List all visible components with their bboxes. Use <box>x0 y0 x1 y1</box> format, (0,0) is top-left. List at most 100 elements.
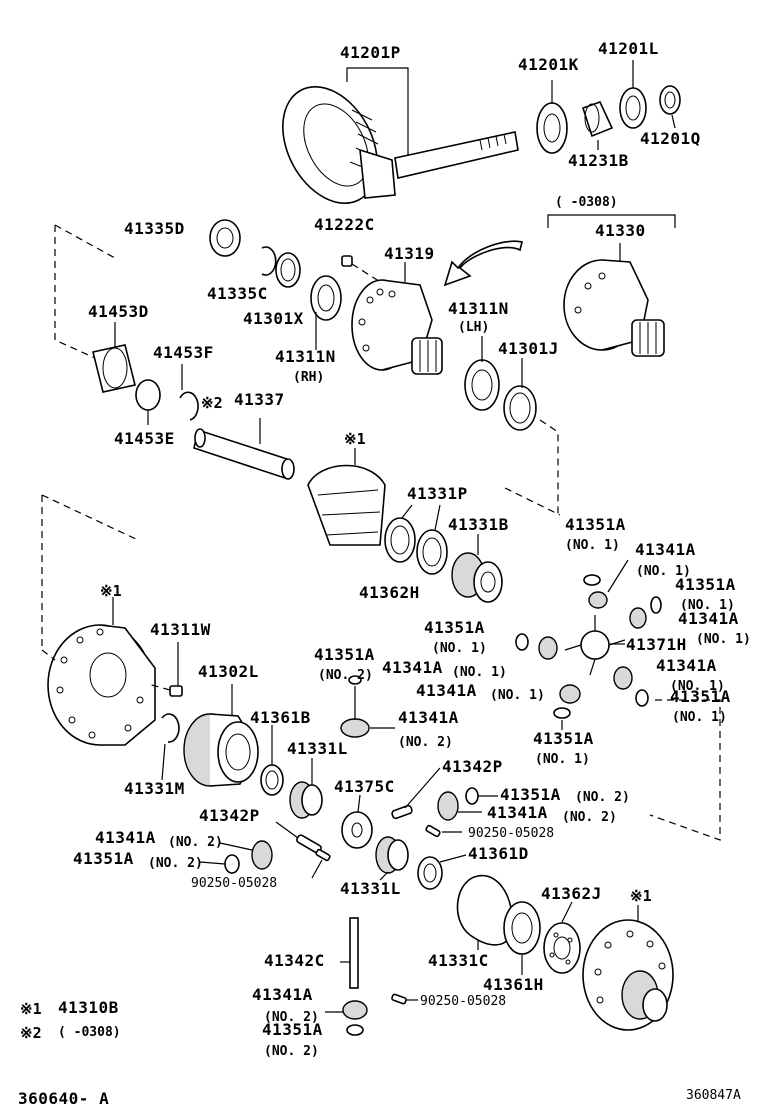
legend-value-2: ( -0308) <box>58 1025 121 1040</box>
label-41351A-c: 41351A <box>424 618 485 637</box>
washer-41351A-a <box>583 574 601 586</box>
label-41351A-f: 41351A <box>314 645 375 664</box>
ring-gear <box>282 86 379 204</box>
bearing-41201L <box>619 87 647 129</box>
spacer-41231B <box>582 101 614 138</box>
label-no2-g: (NO. 2) <box>264 1010 319 1025</box>
label-no2-b: (NO. 2) <box>398 735 453 750</box>
label-41361B: 41361B <box>250 708 311 727</box>
label-rh: (RH) <box>293 370 325 385</box>
label-41371H: 41371H <box>626 635 687 654</box>
footer-right-code: 360847A <box>686 1088 741 1103</box>
gear-41341A-g <box>437 791 459 821</box>
label-41319: 41319 <box>384 244 435 263</box>
label-41351A-a: 41351A <box>565 515 626 534</box>
bolt-41311W <box>147 642 183 697</box>
washer-41351A-i <box>346 1024 364 1036</box>
gear-41341A-h <box>251 840 273 870</box>
bolt-41222C <box>341 255 386 286</box>
label-41453E: 41453E <box>114 429 175 448</box>
washer-41351A-e <box>553 707 571 719</box>
washer-41351A-b <box>650 596 662 614</box>
label-no1-f: (NO. 1) <box>452 665 507 680</box>
label-no2-c: (NO. 2) <box>575 790 630 805</box>
label-41311N-rh: 41311N <box>275 347 336 366</box>
label-41311N-lh: 41311N <box>448 299 509 318</box>
label-41301J: 41301J <box>498 339 559 358</box>
label-41362H: 41362H <box>359 583 420 602</box>
label-41361D: 41361D <box>468 844 529 863</box>
snap-41331M <box>161 713 180 743</box>
label-no1-a: (NO. 1) <box>565 538 620 553</box>
label-41362J: 41362J <box>541 884 602 903</box>
washer-41351A-g <box>465 787 479 805</box>
label-41231B: 41231B <box>568 151 629 170</box>
shaft-41342C <box>349 917 359 989</box>
shaft-41337 <box>193 428 295 480</box>
block-41375C <box>341 811 373 849</box>
label-no1-g: (NO. 1) <box>670 679 725 694</box>
pin-90250-a <box>315 848 331 862</box>
label-41341A-g: 41341A <box>487 803 548 822</box>
case-41319 <box>351 279 443 375</box>
label-no2-a: (NO. 2) <box>318 668 373 683</box>
label-41341A-f: 41341A <box>398 708 459 727</box>
label-41201P: 41201P <box>340 43 401 62</box>
label-no1-d: (NO. 1) <box>696 632 751 647</box>
label-41311W: 41311W <box>150 620 211 639</box>
label-no2-f: (NO. 2) <box>148 856 203 871</box>
label-lh: (LH) <box>458 320 490 335</box>
label-41453D: 41453D <box>88 302 149 321</box>
label-41341A-h: 41341A <box>95 828 156 847</box>
label-41330: 41330 <box>595 221 646 240</box>
bearing-41335D <box>209 219 241 257</box>
label-90250-c: 90250-05028 <box>420 994 507 1009</box>
case-41330 <box>563 259 665 357</box>
snap-ring-41335C <box>261 246 277 276</box>
bracket-0308 <box>547 214 676 228</box>
label-no1-h: (NO. 1) <box>490 688 545 703</box>
label-41201K: 41201K <box>518 55 579 74</box>
snap-41453F <box>179 391 199 421</box>
pin-90250-b <box>425 824 441 838</box>
washer-41362J <box>543 922 581 974</box>
drive-pinion <box>359 131 519 199</box>
label-41331P: 41331P <box>407 484 468 503</box>
pin-90250-c <box>391 993 407 1005</box>
washer-41361D <box>417 856 443 890</box>
label-41342P-b: 41342P <box>199 806 260 825</box>
label-41361H: 41361H <box>483 975 544 994</box>
label-41201L: 41201L <box>598 39 659 58</box>
label-41342P-a: 41342P <box>442 757 503 776</box>
washer-41361H <box>503 901 541 955</box>
washer-41331P <box>416 529 448 575</box>
legend-value-1: 41310B <box>58 998 119 1017</box>
label-41453F: 41453F <box>153 343 214 362</box>
label-no1-j: (NO. 1) <box>535 752 590 767</box>
label-41351A-h: 41351A <box>73 849 134 868</box>
mark-1-right: ※1 <box>630 887 652 905</box>
label-41302L: 41302L <box>198 662 259 681</box>
label-no1-i: (NO. 1) <box>672 710 727 725</box>
gear-41341A-d <box>613 666 633 690</box>
label-41341A-c: 41341A <box>382 658 443 677</box>
bearing-41311N-lh <box>464 359 500 411</box>
label-41375C: 41375C <box>334 777 395 796</box>
label-no1-b: (NO. 1) <box>636 564 691 579</box>
leader-41201P <box>346 67 409 160</box>
gear-41341A-c <box>538 636 558 660</box>
label-41342C: 41342C <box>264 951 325 970</box>
label-range-0308: ( -0308) <box>555 195 618 210</box>
label-41201Q: 41201Q <box>640 129 701 148</box>
label-no1-e: (NO. 1) <box>432 641 487 656</box>
washer <box>275 252 301 288</box>
label-no2-h: (NO. 2) <box>264 1044 319 1059</box>
washer-41361B <box>260 764 284 796</box>
gear-41331L-a <box>289 781 323 819</box>
legend-key-2: ※2 <box>20 1024 42 1042</box>
label-90250-b: 90250-05028 <box>191 876 278 891</box>
label-41331L-a: 41331L <box>287 739 348 758</box>
gear-41341A-e <box>559 684 581 704</box>
